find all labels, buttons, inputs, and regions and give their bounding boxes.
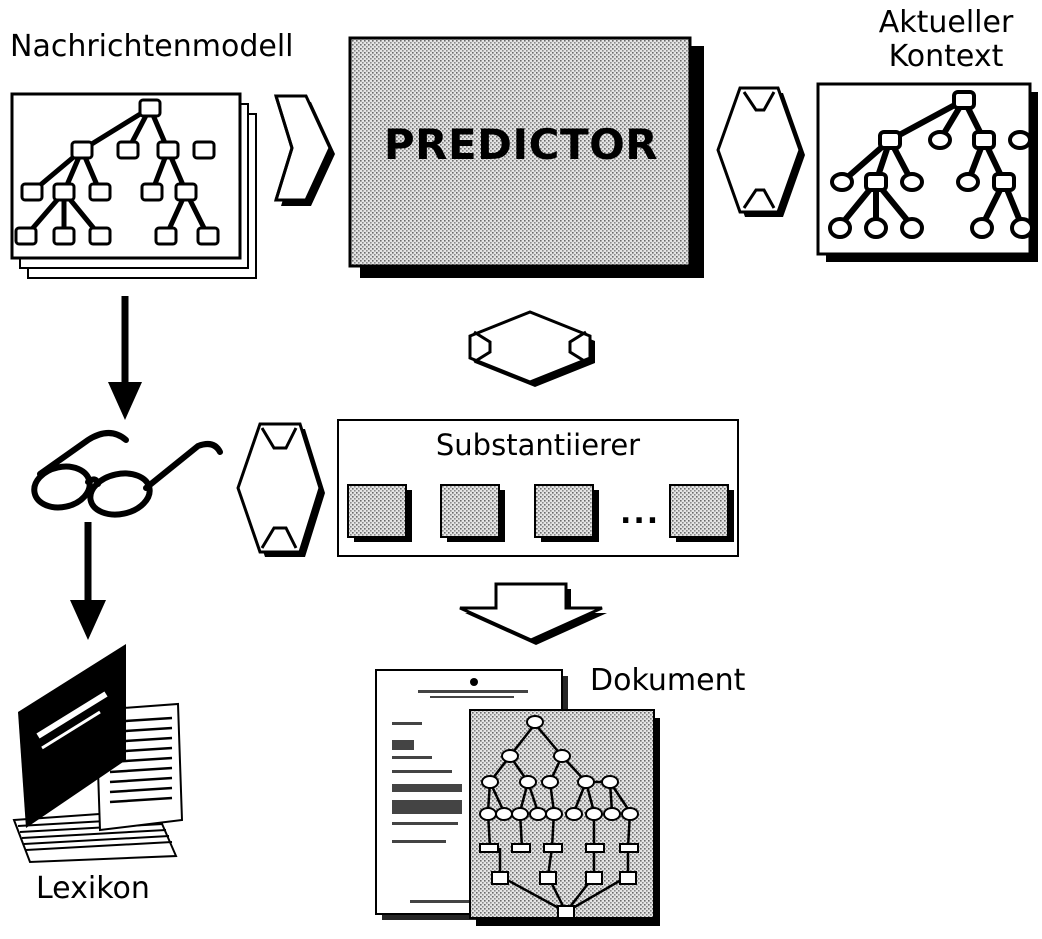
predictor-title: PREDICTOR	[383, 120, 659, 169]
down-arrow-icon	[108, 296, 142, 420]
double-arrow-icon	[236, 422, 325, 557]
aktueller-kontext-line1: Aktueller	[878, 5, 1014, 40]
aktueller-kontext-line2: Kontext	[888, 39, 1004, 74]
substantiierer-module	[669, 484, 734, 542]
tree-model-icon	[10, 92, 257, 279]
tree-context-icon	[816, 82, 1038, 262]
substantiierer-label: Substantiierer	[435, 428, 641, 462]
substantiierer-module	[440, 484, 505, 542]
substantiierer-module	[534, 484, 599, 542]
substantiierer-box	[337, 419, 739, 557]
double-arrow-icon	[716, 86, 805, 217]
glasses-icon	[31, 430, 223, 518]
down-block-arrow-icon	[459, 582, 607, 645]
lexicon-book-icon	[12, 644, 184, 864]
predictor-box	[348, 36, 704, 278]
nachrichtenmodell-label: Nachrichtenmodell	[10, 29, 294, 64]
dokument-label: Dokument	[590, 663, 746, 698]
lexikon-label: Lexikon	[36, 871, 150, 906]
substantiierer-ellipsis: ...	[620, 496, 661, 531]
down-arrow-icon	[70, 522, 106, 640]
right-arrow-icon	[273, 94, 335, 206]
substantiierer-module	[347, 484, 412, 542]
vertical-double-arrow-icon	[468, 310, 595, 387]
document-icon	[375, 669, 660, 926]
